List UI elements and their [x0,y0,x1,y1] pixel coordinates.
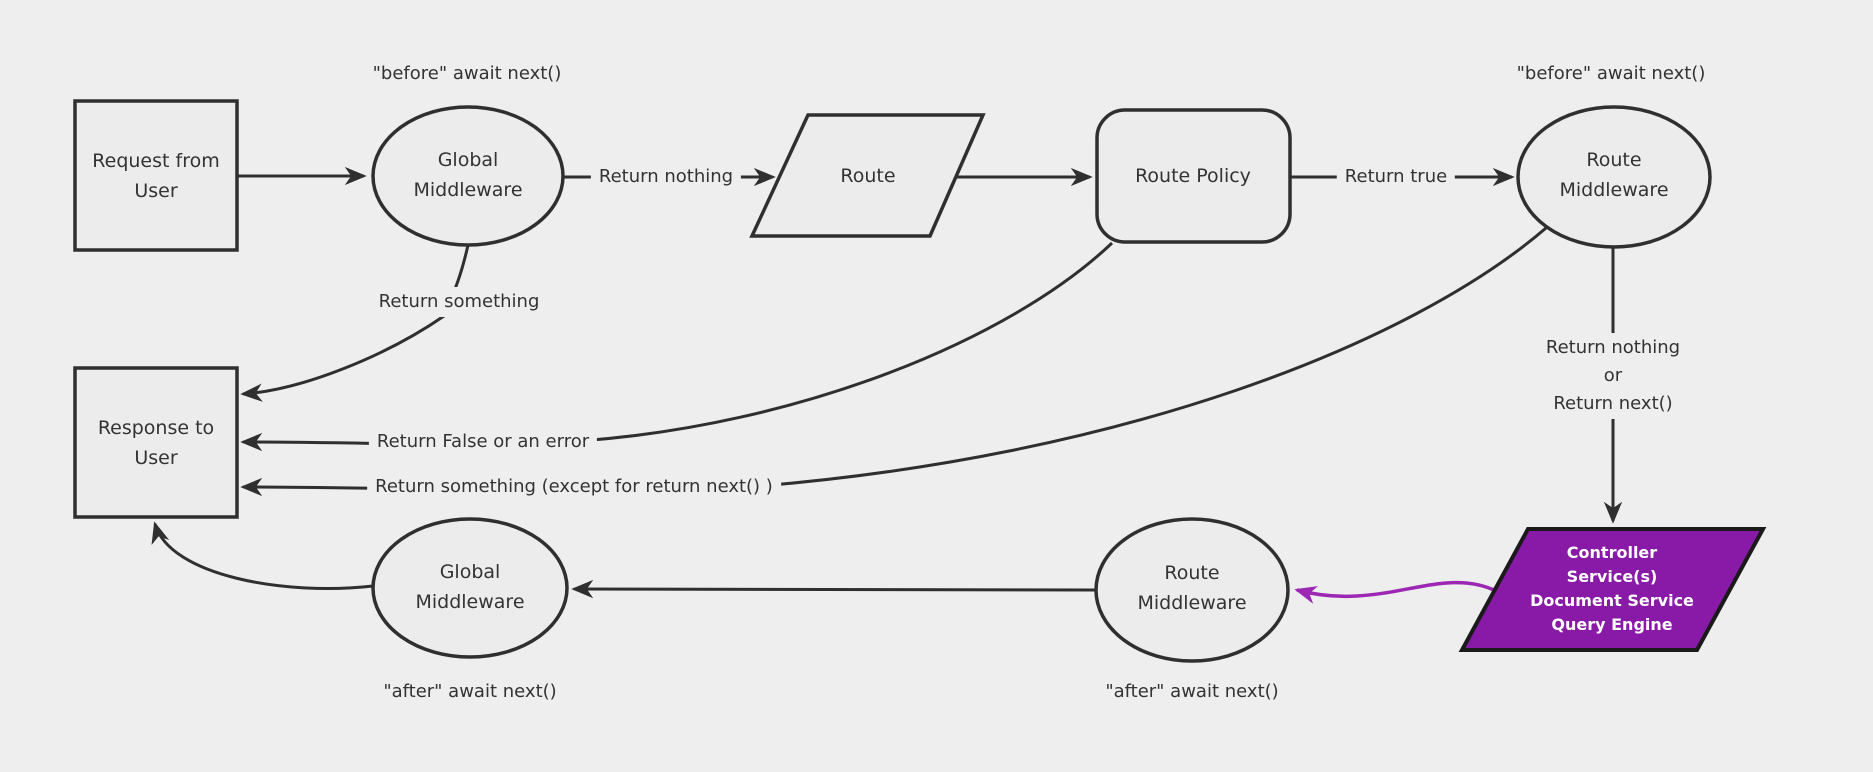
edge-global-middleware-after-to-response [151,521,374,590]
node-controller-services [1458,527,1767,652]
node-route [749,113,986,238]
node-controller-services-label: Controller Service(s) Document Service Q… [1530,543,1694,634]
node-response-to-user-label: Response to User [97,417,215,469]
node-request-from-user-label: Request from User [92,150,220,202]
node-route-policy-label: Route Policy [1135,165,1251,187]
label-before-await-next-right: "before" await next() [1516,63,1706,84]
node-route-middleware-bottom [1094,517,1290,663]
label-after-await-next-left: "after" await next() [383,681,557,702]
node-request-from-user [73,99,239,252]
node-response-to-user [73,366,239,519]
node-global-middleware-bottom [371,517,569,659]
nodes [73,99,1767,663]
edge-controller-to-route-middleware-after [1294,580,1497,604]
node-global-middleware-bottom-label: Global Middleware [415,561,525,613]
label-return-something-except: Return something (except for return next… [367,472,781,502]
node-global-middleware-top-label: Global Middleware [413,149,523,201]
edge-route-middleware-after-to-global-middleware-after [571,579,1097,599]
label-return-false-or-error: Return False or an error [368,427,598,457]
node-route-policy [1095,108,1292,244]
node-route-middleware-bottom-label: Route Middleware [1137,562,1247,614]
edge-route-policy-return-false-to-response [240,241,1114,452]
label-return-true: Return true [1336,162,1456,192]
node-global-middleware-top [371,105,565,247]
label-after-await-next-right: "after" await next() [1105,681,1279,702]
edge-global-middleware-return-something-to-response [240,244,470,402]
node-route-label: Route [840,165,896,187]
label-before-await-next-left: "before" await next() [372,63,562,84]
label-return-nothing: Return nothing [590,162,742,192]
edges [151,166,1623,604]
label-return-nothing-or-next: Return nothing or Return next() [1537,333,1689,419]
node-route-middleware-top [1516,105,1712,249]
node-route-middleware-top-label: Route Middleware [1559,149,1669,201]
label-return-something: Return something [370,287,548,317]
